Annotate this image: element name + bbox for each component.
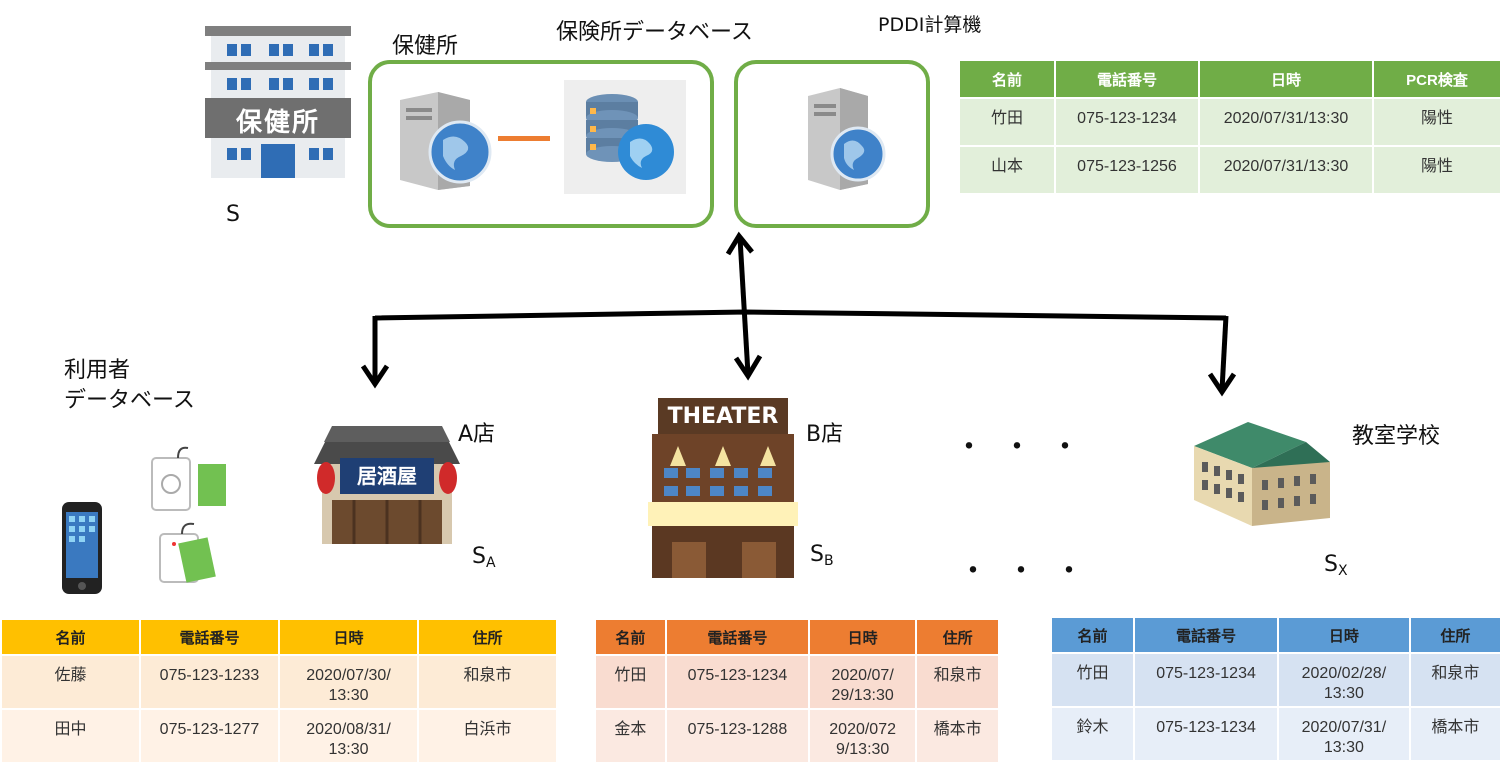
cell: 佐藤: [2, 656, 139, 708]
smartphone-icon: [60, 500, 104, 600]
table-row: 竹田 075-123-1234 2020/07/ 29/13:30 和泉市: [596, 656, 998, 708]
pddi-server-icon: [806, 86, 886, 194]
cell: 和泉市: [1410, 654, 1500, 706]
cell: 2020/07/ 29/13:30: [810, 656, 916, 708]
cell: 陽性: [1374, 99, 1500, 145]
col-header: 名前: [2, 620, 139, 654]
health-center-building-icon: 保健所: [205, 26, 351, 178]
arrow-to-x: [1219, 315, 1229, 391]
izakaya-sign: 居酒屋: [357, 464, 417, 488]
theater-icon: THEATER: [648, 398, 798, 582]
cell: 2020/072 9/13:30: [810, 710, 916, 762]
cell: 2020/07/31/ 13:30: [1279, 708, 1409, 760]
cell: 2020/07/30/ 13:30: [280, 656, 417, 708]
building-sign: 保健所: [235, 108, 320, 138]
pddi-label: PDDI計算機: [878, 14, 982, 36]
ic-card-reader-icon: [152, 518, 222, 588]
cell: 075-123-1256: [1056, 147, 1198, 193]
ellipsis-bottom: ・・・: [958, 554, 1102, 589]
cell: 陽性: [1374, 147, 1500, 193]
col-header: 住所: [917, 620, 998, 654]
col-header: 日時: [1279, 618, 1409, 652]
users-title-line1: 利用者: [64, 358, 131, 383]
cell: 金本: [596, 710, 665, 762]
col-header: 日時: [1200, 61, 1372, 97]
store-b-label: B店: [806, 422, 844, 447]
health-table: 名前 電話番号 日時 PCR検査 竹田 075-123-1234 2020/07…: [958, 59, 1502, 195]
school-table: 名前 電話番号 日時 住所 竹田 075-123-1234 2020/02/28…: [1050, 616, 1502, 762]
store-b-table: 名前 電話番号 日時 住所 竹田 075-123-1234 2020/07/ 2…: [594, 618, 1000, 764]
col-header: 名前: [1052, 618, 1134, 652]
store-a-label: A店: [458, 422, 496, 447]
col-header: 電話番号: [141, 620, 278, 654]
izakaya-icon: 居酒屋: [312, 420, 462, 548]
col-header: 電話番号: [1135, 618, 1278, 652]
col-header: 名前: [596, 620, 665, 654]
server-globe-icon: [398, 90, 494, 194]
col-header: PCR検査: [1374, 61, 1500, 97]
cell: 田中: [2, 710, 139, 762]
table-row: 金本 075-123-1288 2020/072 9/13:30 橋本市: [596, 710, 998, 762]
users-title: 利用者 データベース: [64, 356, 195, 416]
col-header: 日時: [810, 620, 916, 654]
table-row: 鈴木 075-123-1234 2020/07/31/ 13:30 橋本市: [1052, 708, 1500, 760]
arrow-pddi-b: [737, 237, 751, 375]
cell: 山本: [960, 147, 1054, 193]
store-x-s: SX: [1324, 552, 1348, 579]
cell: 075-123-1234: [1135, 708, 1278, 760]
cell: 075-123-1233: [141, 656, 278, 708]
cell: 075-123-1234: [1135, 654, 1278, 706]
school-label: 教室学校: [1352, 424, 1441, 449]
db-title: 保険所データベース: [556, 20, 753, 45]
store-b-s: SB: [810, 542, 834, 569]
school-building-icon: [1188, 418, 1334, 540]
cell: 075-123-1234: [1056, 99, 1198, 145]
col-header: 名前: [960, 61, 1054, 97]
cell: 竹田: [1052, 654, 1134, 706]
col-header: 住所: [1410, 618, 1500, 652]
table-row: 田中 075-123-1277 2020/08/31/ 13:30 白浜市: [2, 710, 556, 762]
cell: 和泉市: [419, 656, 556, 708]
ic-card-reader-icon: [150, 444, 230, 516]
cell: 橋本市: [1410, 708, 1500, 760]
col-header: 日時: [280, 620, 417, 654]
cell: 075-123-1288: [666, 710, 809, 762]
cell: 2020/07/31/13:30: [1200, 99, 1372, 145]
cell: 075-123-1234: [666, 656, 809, 708]
s-label: S: [226, 202, 240, 227]
table-row: 佐藤 075-123-1233 2020/07/30/ 13:30 和泉市: [2, 656, 556, 708]
col-header: 電話番号: [666, 620, 809, 654]
cell: 鈴木: [1052, 708, 1134, 760]
bus-line: [374, 309, 1227, 321]
col-header: 住所: [419, 620, 556, 654]
ellipsis-top: ・・・: [954, 430, 1098, 465]
table-row: 竹田 075-123-1234 2020/02/28/ 13:30 和泉市: [1052, 654, 1500, 706]
cell: 竹田: [960, 99, 1054, 145]
cell: 075-123-1277: [141, 710, 278, 762]
users-title-line2: データベース: [64, 388, 195, 413]
store-a-s: SA: [472, 544, 496, 571]
cell: 2020/08/31/ 13:30: [280, 710, 417, 762]
database-globe-icon: [564, 80, 686, 194]
cell: 2020/02/28/ 13:30: [1279, 654, 1409, 706]
connection-dash: [498, 136, 550, 141]
cell: 橋本市: [917, 710, 998, 762]
cell: 竹田: [596, 656, 665, 708]
theater-sign: THEATER: [667, 404, 779, 429]
cell: 和泉市: [917, 656, 998, 708]
cell: 白浜市: [419, 710, 556, 762]
store-a-table: 名前 電話番号 日時 住所 佐藤 075-123-1233 2020/07/30…: [0, 618, 558, 764]
cell: 2020/07/31/13:30: [1200, 147, 1372, 193]
table-row: 竹田 075-123-1234 2020/07/31/13:30 陽性: [960, 99, 1500, 145]
table-row: 山本 075-123-1256 2020/07/31/13:30 陽性: [960, 147, 1500, 193]
col-header: 電話番号: [1056, 61, 1198, 97]
hoken-label: 保健所: [392, 34, 459, 59]
